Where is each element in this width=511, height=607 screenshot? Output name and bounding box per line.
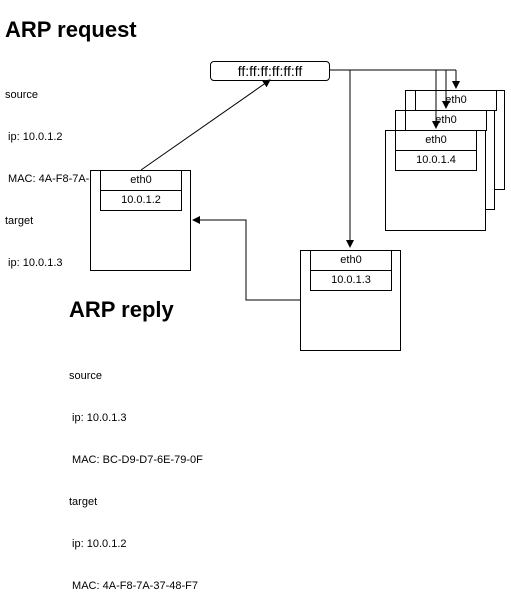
sender-host-ip: 10.0.1.2 xyxy=(100,190,182,211)
reply-arrow-target-to-sender xyxy=(192,216,300,301)
target-host: eth0 10.0.1.3 xyxy=(300,250,401,351)
connector-layer xyxy=(140,69,460,301)
reply-target-mac: MAC: 4A-F8-7A-37-48-F7 xyxy=(69,580,198,592)
other-host-front-ip: 10.0.1.4 xyxy=(395,150,477,171)
request-target-ip: ip: 10.0.1.3 xyxy=(5,257,63,269)
arp-reply-title: ARP reply xyxy=(69,297,174,322)
sender-host-iface: eth0 xyxy=(100,171,182,191)
request-source-label: source xyxy=(5,89,39,101)
other-host-front: eth0 10.0.1.4 xyxy=(385,130,486,231)
arp-request-title: ARP request xyxy=(5,17,137,42)
request-target-label: target xyxy=(5,215,34,227)
reply-target-label: target xyxy=(69,496,98,508)
request-arrow-sender-to-broadcast xyxy=(140,79,271,171)
sender-host: eth0 10.0.1.2 xyxy=(90,170,191,271)
reply-source-mac: MAC: BC-D9-D7-6E-79-0F xyxy=(69,454,203,466)
reply-source-ip: ip: 10.0.1.3 xyxy=(69,412,127,424)
target-host-ip: 10.0.1.3 xyxy=(310,270,392,291)
request-source-ip: ip: 10.0.1.2 xyxy=(5,131,63,143)
reply-target-ip: ip: 10.0.1.2 xyxy=(69,538,127,550)
reply-source-label: source xyxy=(69,370,103,382)
